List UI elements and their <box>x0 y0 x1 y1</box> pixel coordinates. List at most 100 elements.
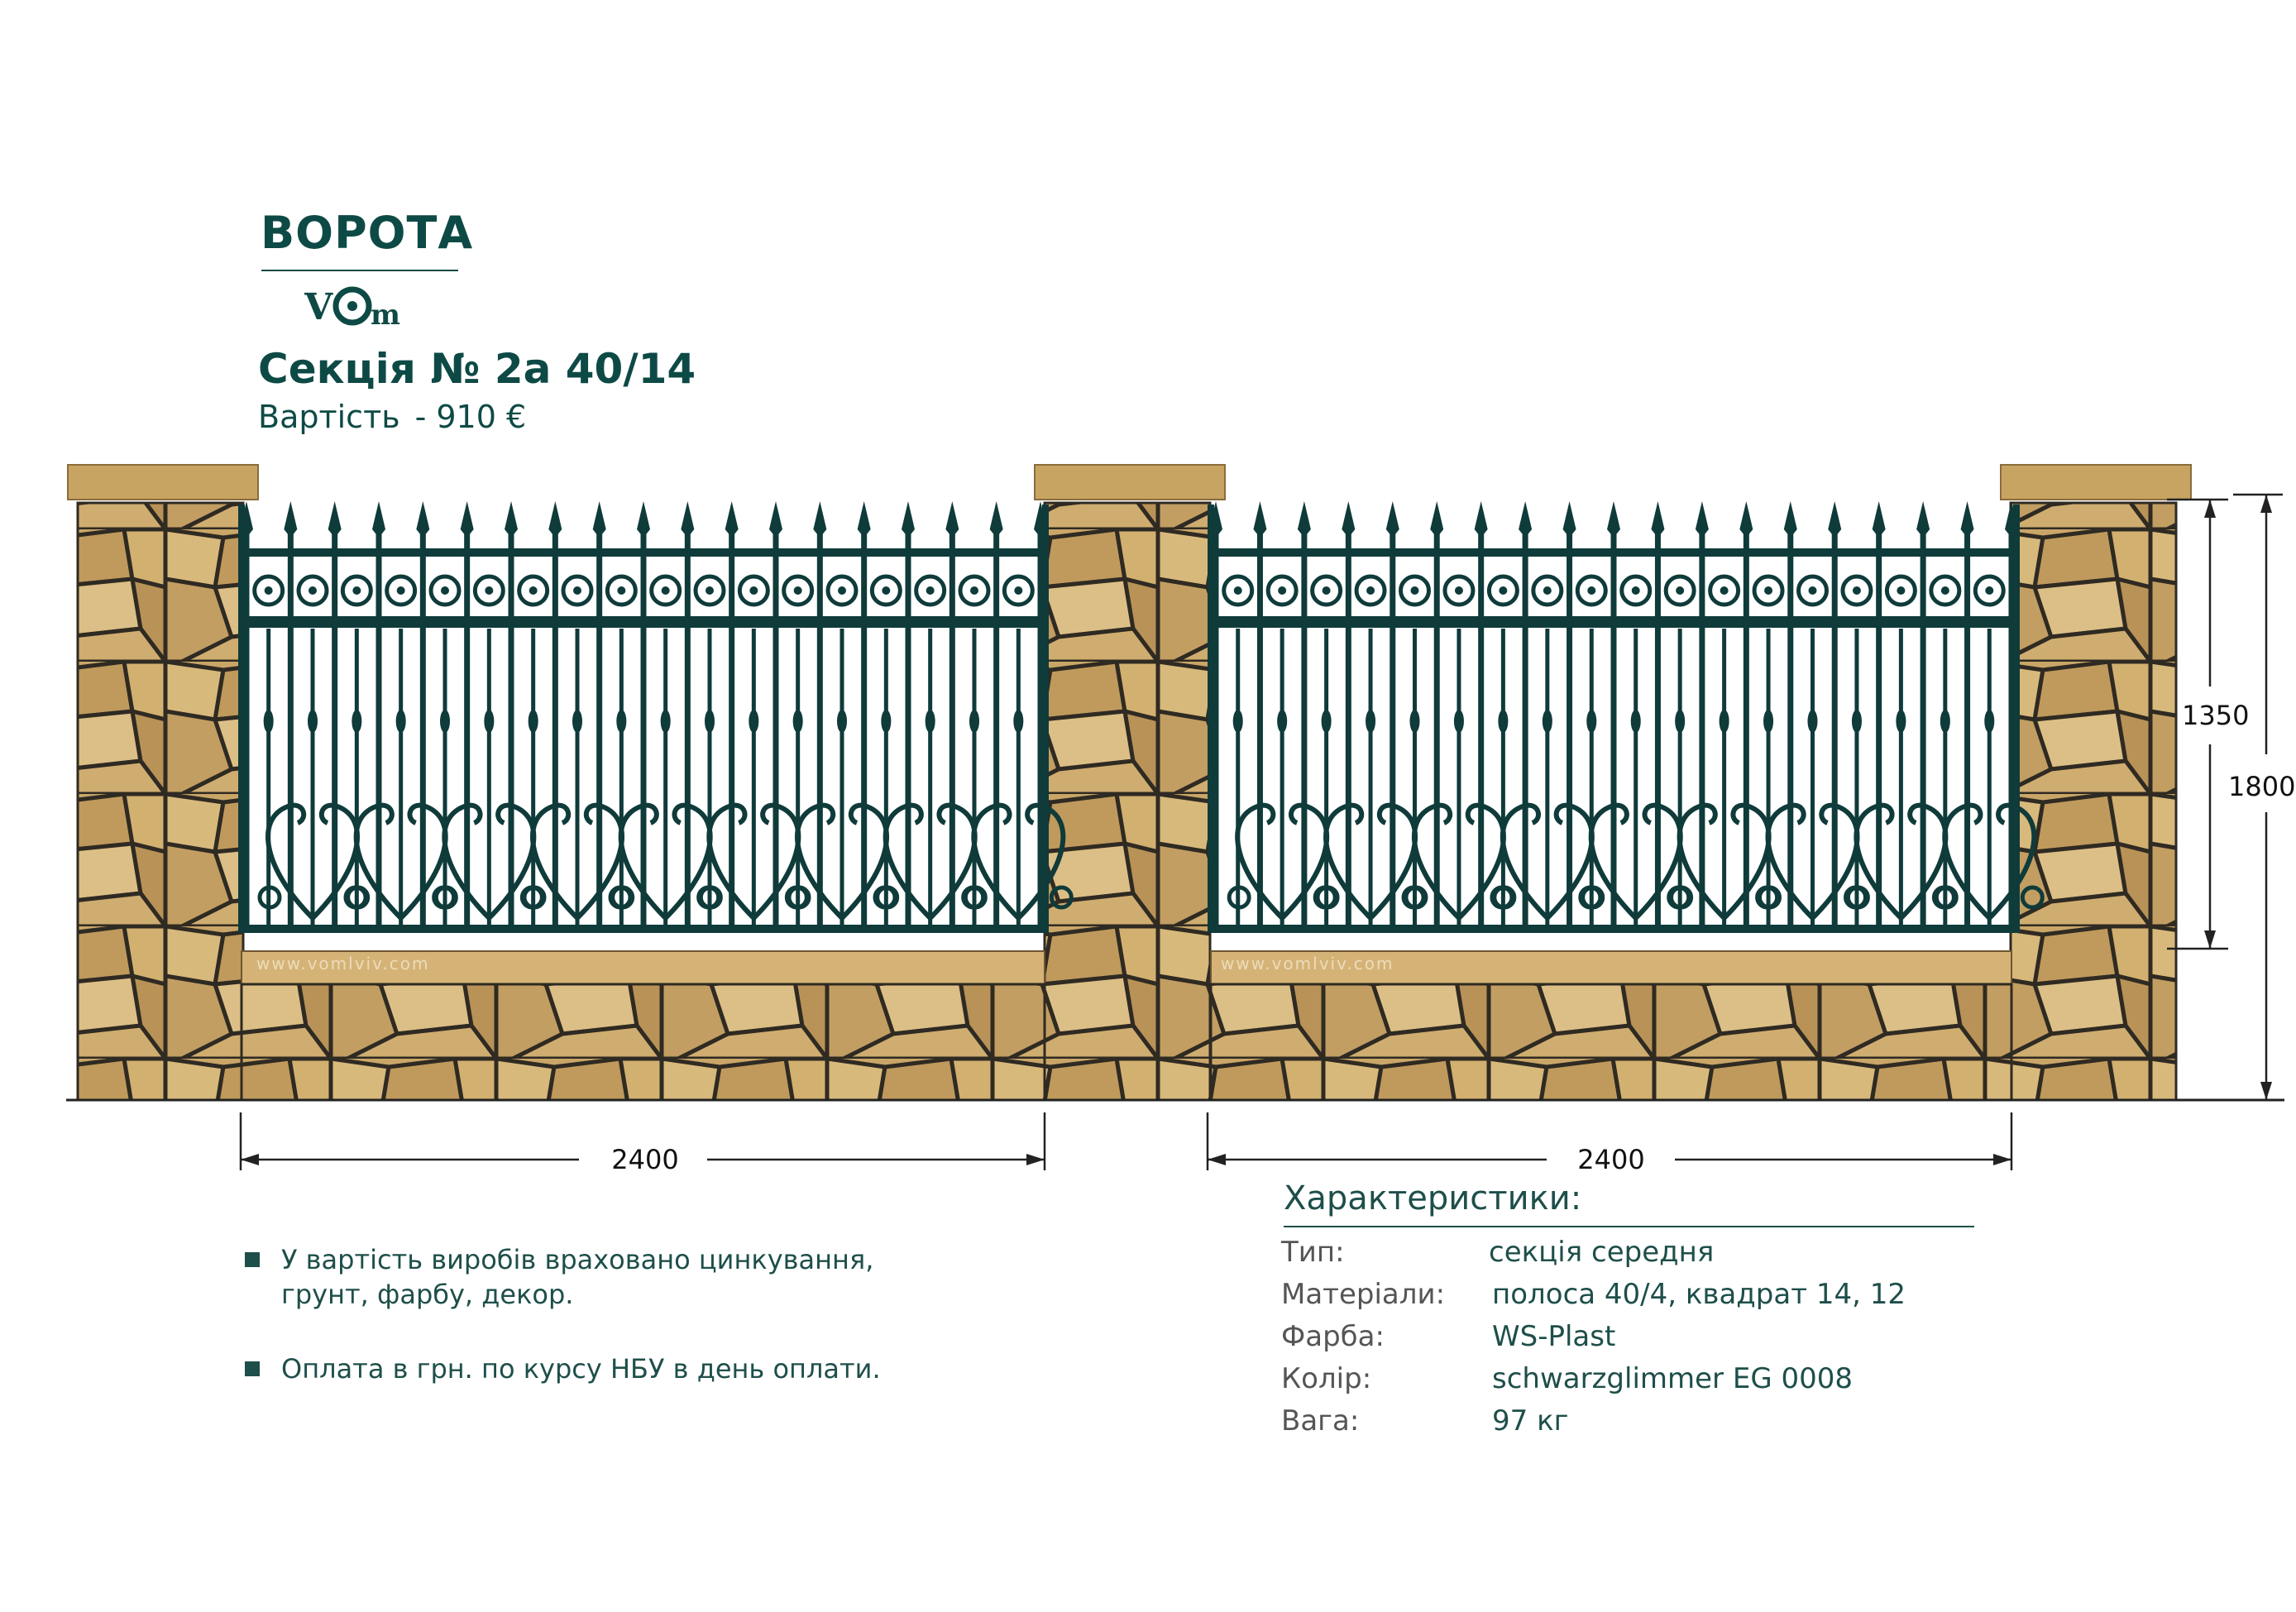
curl-left <box>787 885 811 910</box>
picket-spear-tip <box>945 501 959 538</box>
heart-scroll-right <box>399 802 448 921</box>
note-text: У вартість виробів враховано цинкування,… <box>281 1244 874 1310</box>
thin-bar <box>1898 629 1903 926</box>
end-post <box>1208 505 1214 933</box>
scroll-ring <box>1796 574 1829 607</box>
picket <box>949 521 955 928</box>
bar-collar <box>1675 710 1686 733</box>
bar-collar <box>1586 710 1597 733</box>
curl-left <box>1934 885 1959 910</box>
scroll-center <box>1897 586 1906 595</box>
logo-v-letter: V <box>304 286 333 328</box>
bar-collar <box>792 710 803 733</box>
picket-spear-tip <box>725 501 739 538</box>
bar-collar <box>969 710 979 733</box>
bar-collar <box>1409 710 1420 733</box>
curl-left <box>257 885 282 910</box>
section-title: Секція № 2а 40/14 <box>258 345 696 393</box>
thin-bar <box>1413 629 1417 926</box>
scroll-ring <box>1310 574 1343 607</box>
picket-spear-tip <box>1562 501 1576 538</box>
bottom-rail <box>242 925 1045 933</box>
bar-collar <box>1896 710 1906 733</box>
curl-left <box>1581 885 1605 910</box>
bar-collar <box>1851 710 1862 733</box>
price-label: Вартість <box>258 399 400 435</box>
dimension-width-right: 2400 <box>1206 1112 2013 1175</box>
thin-bar <box>310 629 315 926</box>
pillar-cap <box>2000 464 2192 500</box>
picket-spear-tip <box>1253 501 1267 538</box>
scroll-center <box>1499 586 1508 595</box>
scroll-center <box>882 586 891 595</box>
curl-left <box>610 885 635 910</box>
brand-logo: V m <box>304 286 400 329</box>
picket <box>1654 521 1661 928</box>
dimension-height-panel: 1350 <box>2167 498 2249 950</box>
picket <box>1256 521 1263 928</box>
scroll-ring <box>252 574 285 607</box>
bullet-square-icon <box>245 1252 260 1267</box>
heart-scroll-right <box>928 802 978 921</box>
scroll-center <box>1720 586 1729 595</box>
plinth-body <box>1209 983 2013 1102</box>
picket-spear-tip <box>902 501 915 538</box>
bar-collar <box>1542 710 1552 733</box>
scroll-center <box>441 586 449 595</box>
picket <box>1213 521 1219 928</box>
picket <box>287 521 294 928</box>
pillar-cap <box>67 464 259 500</box>
scroll-center <box>1543 586 1552 595</box>
end-post <box>238 505 245 933</box>
scroll-ring <box>825 574 859 607</box>
thin-bar <box>399 629 404 926</box>
heart-scroll-left <box>353 802 403 921</box>
spec-row-paint: Фарба: WS-Plast <box>1281 1320 2026 1361</box>
scroll-center <box>970 586 978 595</box>
curl-right <box>1049 885 1074 910</box>
scroll-center <box>1676 586 1685 595</box>
heart-scroll-left <box>883 802 932 921</box>
heart-scroll-left <box>1942 802 1992 921</box>
scroll-center <box>1014 586 1023 595</box>
bar-collar <box>1630 710 1641 733</box>
picket <box>508 521 514 928</box>
bar-collar <box>352 710 362 733</box>
curl-left <box>522 885 547 910</box>
scroll-center <box>1852 586 1861 595</box>
thin-bar <box>1545 629 1550 926</box>
scroll-ring <box>1002 574 1035 607</box>
curl-left <box>963 885 988 910</box>
curl-left <box>1845 885 1870 910</box>
picket <box>1964 521 1971 928</box>
bar-collar <box>395 710 406 733</box>
scroll-ring <box>1265 574 1299 607</box>
picket <box>1345 521 1351 928</box>
bar-collar <box>1807 710 1818 733</box>
picket-spear-tip <box>989 501 1003 538</box>
scroll-ring <box>472 574 505 607</box>
brand-divider <box>261 270 458 271</box>
bar-collar <box>308 710 318 733</box>
heart-scroll-right <box>752 802 801 921</box>
spec-label: Тип: <box>1281 1236 1345 1269</box>
scroll-center <box>617 586 626 595</box>
picket <box>1390 521 1396 928</box>
scroll-ring <box>1399 574 1431 607</box>
scroll-center <box>661 586 670 595</box>
picket <box>464 521 471 928</box>
scroll-center <box>352 586 361 595</box>
scroll-ring <box>782 574 815 607</box>
thin-bar <box>442 629 447 926</box>
picket-spear-tip <box>681 501 695 538</box>
scroll-center <box>1587 586 1596 595</box>
picket <box>1610 521 1617 928</box>
stone-pillar <box>2000 464 2192 1102</box>
logo-m-letter: m <box>371 299 400 329</box>
scroll-center <box>485 586 494 595</box>
curl-left <box>1227 885 1251 910</box>
thin-bar <box>1457 629 1461 926</box>
heart-scroll-left <box>530 802 580 921</box>
bar-collar <box>1277 710 1288 733</box>
spec-label: Фарба: <box>1281 1320 1385 1353</box>
